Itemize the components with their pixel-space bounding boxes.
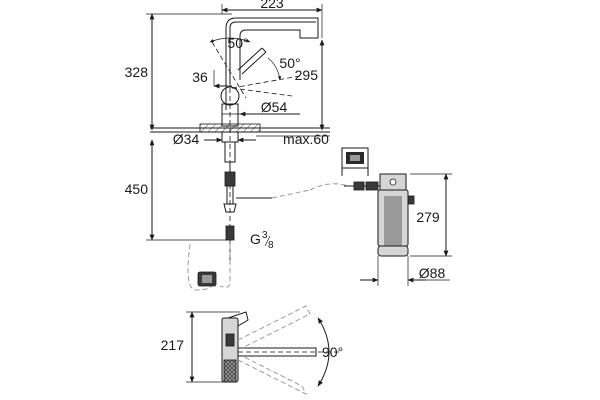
max-deck-label: max.60 [283, 131, 329, 147]
filter-diameter-label: Ø88 [419, 265, 446, 281]
spout-height-label: 295 [295, 67, 319, 83]
hole-diameter-label: Ø34 [173, 131, 200, 147]
lever-offset-label: 36 [192, 69, 208, 85]
filter-height-label: 279 [416, 209, 440, 225]
thread-size-den-label: 8 [268, 240, 274, 251]
spout-reach-label: 223 [260, 0, 284, 11]
lever-handle [237, 47, 267, 75]
total-height-label: 328 [125, 64, 149, 80]
hose-length-label: 450 [125, 181, 149, 197]
faucet-side-view: 223 328 295 50° 50° 36 Ø54 [125, 0, 349, 291]
swivel-angle-top-label: 50° [227, 35, 248, 51]
filter-assembly: 279 Ø88 [341, 147, 452, 286]
swivel-angle-right-label: 50° [279, 55, 300, 71]
thread-connector [225, 225, 235, 241]
shank-connector [224, 171, 236, 187]
filter-indicator-box [341, 147, 369, 169]
spout-outline [225, 17, 319, 110]
plan-height-label: 217 [161, 337, 185, 353]
thread-size-main-label: G [250, 231, 261, 247]
faucet-plan-view: 217 90° [161, 305, 343, 396]
rotation-angle-label: 90° [322, 344, 343, 360]
thread-size-num-label: 3 [262, 230, 268, 241]
body-diameter-label: Ø54 [261, 99, 288, 115]
